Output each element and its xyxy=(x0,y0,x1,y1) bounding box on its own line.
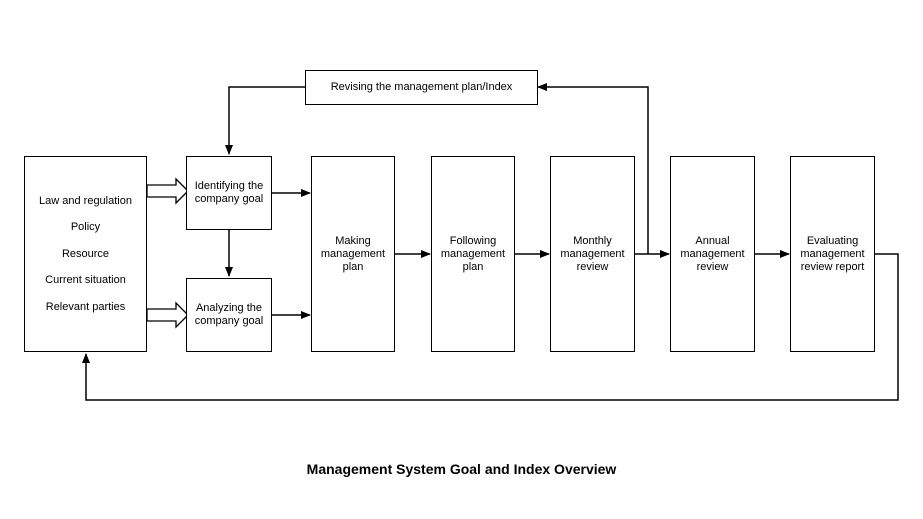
annual-label: Annual management review xyxy=(680,234,745,273)
identifying-box: Identifying the company goal xyxy=(186,156,272,230)
arrow-revising-to-identifying xyxy=(225,86,305,155)
revising-box: Revising the management plan/Index xyxy=(305,70,538,105)
making-box: Making management plan xyxy=(311,156,395,352)
monthly-box: Monthly management review xyxy=(550,156,635,352)
input-resource: Resource xyxy=(61,247,110,260)
block-arrow-to-analyzing xyxy=(146,301,189,329)
diagram-title: Management System Goal and Index Overvie… xyxy=(306,461,617,477)
input-current-situation: Current situation xyxy=(45,274,126,287)
evaluating-box: Evaluating management review report xyxy=(790,156,875,352)
input-policy: Policy xyxy=(70,221,101,234)
analyzing-label: Analyzing the company goal xyxy=(194,302,264,327)
following-label: Following management plan xyxy=(440,234,506,273)
revising-label: Revising the management plan/Index xyxy=(330,81,513,93)
analyzing-box: Analyzing the company goal xyxy=(186,278,272,352)
inputs-box: Law and regulation Policy Resource Curre… xyxy=(24,156,147,352)
making-label: Making management plan xyxy=(320,234,386,273)
block-arrow-to-identifying xyxy=(146,177,189,205)
monthly-label: Monthly management review xyxy=(560,234,625,273)
input-relevant-parties: Relevant parties xyxy=(45,300,126,313)
following-box: Following management plan xyxy=(431,156,515,352)
identifying-label: Identifying the company goal xyxy=(194,180,264,205)
evaluating-label: Evaluating management review report xyxy=(800,234,865,273)
annual-box: Annual management review xyxy=(670,156,755,352)
input-law: Law and regulation xyxy=(39,194,132,207)
